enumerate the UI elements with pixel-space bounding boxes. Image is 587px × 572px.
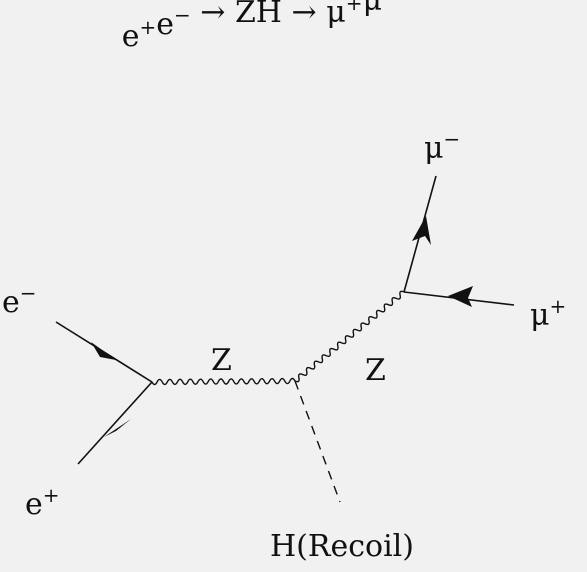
positron-arrow — [104, 419, 131, 437]
label-z-right: Z — [365, 353, 386, 388]
title-superscript: − — [174, 3, 191, 27]
title-superscript: − — [382, 0, 399, 3]
title-part: μ — [362, 0, 382, 18]
label-muon-minus: μ− — [424, 127, 460, 166]
diagram-title: e+e− → ZH → μ+μ− + X — [122, 0, 465, 54]
positron-line — [77, 381, 153, 465]
title-part: + X — [399, 0, 465, 6]
label-muon-plus: μ+ — [530, 294, 566, 333]
higgs-recoil-line — [294, 380, 341, 503]
title-superscript: + — [139, 15, 156, 39]
title-part: e — [156, 7, 174, 42]
title-part: μ — [326, 0, 346, 30]
label-higgs-recoil: H(Recoil) — [270, 529, 414, 564]
title-part: e — [122, 19, 140, 54]
title-part: → ZH → — [191, 0, 326, 30]
muon-plus-arrow — [448, 286, 473, 307]
label-electron: e− — [2, 281, 37, 320]
title-superscript: + — [346, 0, 363, 15]
muon-minus-arrow — [412, 216, 431, 245]
electron-arrow — [91, 342, 116, 360]
label-positron: e+ — [25, 483, 60, 522]
label-z-left: Z — [211, 343, 232, 378]
z-boson-propagator-left — [151, 377, 296, 386]
z-boson-propagator-right — [294, 290, 405, 383]
